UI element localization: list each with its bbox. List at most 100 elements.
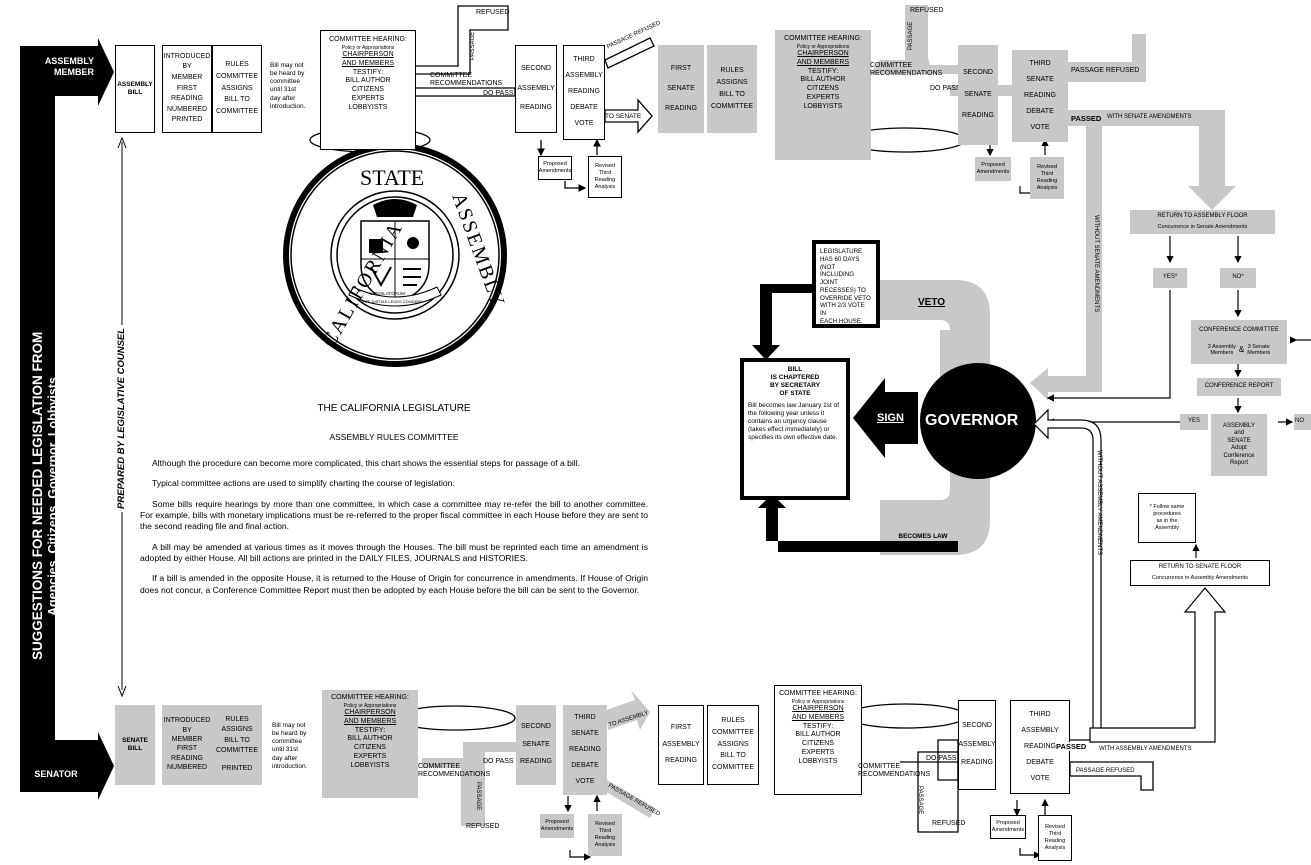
veto-label: VETO xyxy=(918,297,946,308)
no-box: NO xyxy=(1294,414,1311,430)
senate-bottom-proposed: Proposed Amendments xyxy=(540,814,574,838)
senate-committee-hearing-box: COMMITTEE HEARING: Policy or Appropriati… xyxy=(775,30,871,160)
assembly-bottom-passage-refused: PASSAGE REFUSED xyxy=(1076,768,1135,774)
with-senate-amendments-label: WITH SENATE AMENDMENTS xyxy=(1107,114,1192,120)
prepared-by-label: PREPARED BY LEGISLATIVE COUNSEL xyxy=(116,324,127,512)
senate-note-31st-day: Bill may not be heard by committee until… xyxy=(272,722,308,770)
adopt-conference-report-box: ASSEMBLY and SENATE Adopt Conference Rep… xyxy=(1211,414,1267,476)
paragraph-1: Although the procedure can become more c… xyxy=(152,458,581,468)
senate-bottom-committee-recs: COMMITTEE RECOMMENDATIONS xyxy=(418,763,491,779)
assembly-bottom-passage: PASSAGE xyxy=(917,786,923,815)
without-assembly-amendments-label: WITHOUT ASSEMBLY AMENDMENTS xyxy=(1096,450,1102,556)
senate-bottom-small-arrows xyxy=(564,794,601,861)
rules-committee-subheading: ASSEMBLY RULES COMMITTEE xyxy=(329,432,459,442)
note-31st-day: Bill may not be heard by committee until… xyxy=(270,62,306,110)
yes-star-box: YES* xyxy=(1153,268,1187,288)
paragraph-5: If a bill is amended in the opposite Hou… xyxy=(140,573,648,595)
governor-circle xyxy=(920,363,1036,479)
return-senate-floor-box: RETURN TO SENATE FLOOR Concurrence in As… xyxy=(1130,560,1270,586)
assembly-bottom-proposed: Proposed Amendments xyxy=(990,815,1026,839)
to-senate-label: TO SENATE xyxy=(605,113,642,120)
passage-label: PASSAGE xyxy=(470,31,476,60)
legislature-heading: THE CALIFORNIA LEGISLATURE xyxy=(317,403,471,414)
assembly-bottom-committee-recs: COMMITTEE RECOMMENDATIONS xyxy=(858,763,931,779)
senate-bottom-do-pass: DO PASS xyxy=(483,758,514,765)
no-star-box: NO* xyxy=(1220,268,1256,288)
follow-procedures-box: * Follow same procedures as in the Assem… xyxy=(1138,493,1196,543)
assembly-member-label: ASSEMBLY MEMBER xyxy=(44,56,94,77)
seal-state-text: STATE xyxy=(360,165,425,190)
proposed-amendments-box: Proposed Amendments xyxy=(538,156,572,180)
conference-report-box: CONFERENCE REPORT xyxy=(1197,378,1281,396)
assembly-bottom-revised: Revised Third Reading Analysis xyxy=(1038,815,1072,861)
without-assembly-arrow xyxy=(1033,408,1227,743)
return-assembly-floor-box: RETURN TO ASSEMBLY FLOOR Concurrence in … xyxy=(1130,210,1275,234)
senate-do-pass-label: DO PASS xyxy=(930,85,961,92)
senate-passed-label: PASSED xyxy=(1071,114,1102,123)
override-veto-box: LEGISLATURE HAS 60 DAYS (not including j… xyxy=(812,240,880,328)
refused-label: REFUSED xyxy=(476,9,510,16)
senate-bottom-hearing-box: COMMITTEE HEARING: Policy or Appropriati… xyxy=(322,690,418,798)
without-senate-amendments-label: WITHOUT SENATE AMENDMENTS xyxy=(1093,215,1099,313)
senate-refused-label: REFUSED xyxy=(910,7,944,14)
suggestions-title: SUGGESTIONS FOR NEEDED LEGISLATION FROM xyxy=(30,331,45,660)
with-assembly-amendments-label: WITH ASSEMBLY AMENDMENTS xyxy=(1099,746,1192,752)
suggestions-subtitle: Agencies, Citizens, Governor, Lobbyists xyxy=(46,377,60,616)
revised-third-box: Revised Third Reading Analysis xyxy=(588,156,622,198)
senate-bill-box: SENATE BILL xyxy=(115,705,155,785)
do-pass-label: DO PASS xyxy=(483,90,514,97)
assembly-passed-label: PASSED xyxy=(1056,742,1087,751)
senate-bottom-revised: Revised Third Reading Analysis xyxy=(588,814,622,856)
senate-bottom-row-connectors xyxy=(394,690,655,826)
committee-recs-label: COMMITTEE RECOMMENDATIONS xyxy=(430,72,503,88)
assembly-bottom-row-connectors xyxy=(845,703,1154,833)
senate-proposed-amendments-box: Proposed Amendments xyxy=(975,157,1011,181)
sign-label: SIGN xyxy=(877,412,904,424)
seal-banner-text: LEGISLATORUM xyxy=(370,291,405,296)
paragraph-4: A bill may be amended at various times a… xyxy=(140,541,648,564)
sign-arrow xyxy=(853,378,918,458)
senate-passage-label: PASSAGE xyxy=(908,21,914,50)
assembly-bill-box: ASSEMBLY BILL xyxy=(115,45,155,133)
explanation-text: Although the procedure can become more c… xyxy=(140,458,648,605)
yes-box: YES xyxy=(1180,414,1208,430)
override-arrows xyxy=(752,284,958,552)
paragraph-2: Typical committee actions are used to si… xyxy=(152,478,455,489)
conference-committee-box: CONFERENCE COMMITTEE 3 Assembly Members … xyxy=(1191,320,1287,364)
left-suggestions-banner xyxy=(20,38,114,800)
committee-hearing-box: COMMITTEE HEARING: Policy or Appropriati… xyxy=(320,30,416,150)
seal-motto-text: EST JUSTIAS LEGES CONDERE xyxy=(362,299,423,304)
senate-committee-recs-label: COMMITTEE RECOMMENDATIONS xyxy=(870,62,943,78)
assembly-bottom-refused: REFUSED xyxy=(932,820,966,827)
becomes-law-label: BECOMES LAW WITHOUT SIGNATURE xyxy=(888,533,958,548)
chaptered-box: BILL IS CHAPTERED BY SECRETARY OF STATE … xyxy=(740,358,850,500)
senate-bottom-passage: PASSAGE xyxy=(475,782,481,811)
assembly-bottom-do-pass: DO PASS xyxy=(926,755,957,762)
governor-label: GOVERNOR xyxy=(925,412,1019,429)
senator-label: SENATOR xyxy=(34,769,78,779)
assembly-seal xyxy=(283,143,507,367)
senate-passage-refused-label: PASSAGE REFUSED xyxy=(1071,67,1140,74)
assembly-bottom-small-arrows xyxy=(1013,798,1049,859)
senate-bottom-refused: REFUSED xyxy=(466,823,500,830)
concurrence-arrows xyxy=(1046,236,1311,558)
senate-revised-third-box: Revised Third Reading Analysis xyxy=(1030,157,1064,199)
assembly-bottom-hearing-box: COMMITTEE HEARING: Policy or Appropriati… xyxy=(774,685,862,795)
veto-loop xyxy=(880,280,990,555)
